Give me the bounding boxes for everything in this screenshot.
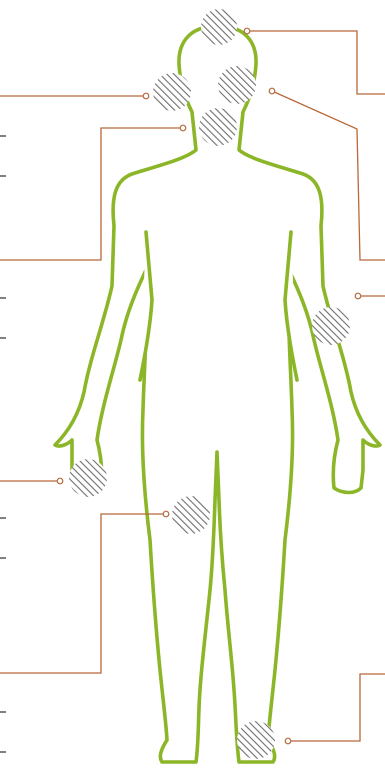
left-margin-ticks <box>0 136 6 752</box>
leader-crown <box>247 31 385 94</box>
spot-left-thigh <box>172 496 210 534</box>
leader-right-foot <box>288 674 385 741</box>
dot-right-head <box>269 88 275 94</box>
spot-left-head <box>153 73 191 111</box>
spot-right-foot <box>237 721 275 759</box>
spot-right-head <box>218 66 256 104</box>
dot-left-hand <box>57 478 63 484</box>
leader-left-thigh <box>0 514 166 673</box>
spot-right-arm <box>312 307 350 345</box>
dot-right-arm <box>355 293 361 299</box>
dot-left-thigh <box>163 511 169 517</box>
dot-left-head <box>143 93 149 99</box>
dot-crown <box>244 28 250 34</box>
dot-right-foot <box>285 738 291 744</box>
spot-crown <box>201 9 237 45</box>
spot-left-hand <box>69 459 107 497</box>
dot-neck <box>180 125 186 131</box>
spot-neck <box>199 108 237 146</box>
